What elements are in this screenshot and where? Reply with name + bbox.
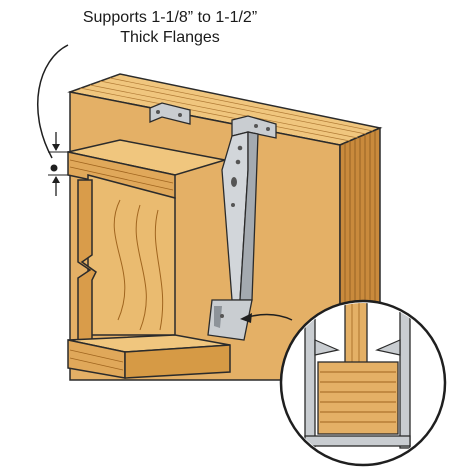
zoom-detail xyxy=(279,299,447,467)
callout-text: Supports 1-1/8” to 1-1/2” Thick Flanges xyxy=(40,8,300,48)
pointer-arrow-icon xyxy=(240,313,293,323)
callout-line-2: Thick Flanges xyxy=(120,29,220,46)
callout-leader-line xyxy=(37,44,69,159)
dimension-arrow-icon xyxy=(48,132,68,196)
hanger-bracket-icon xyxy=(149,102,277,341)
callout-leader-dot xyxy=(50,164,58,172)
i-joist xyxy=(67,139,231,379)
callout-line-1: Supports 1-1/8” to 1-1/2” xyxy=(82,9,258,26)
